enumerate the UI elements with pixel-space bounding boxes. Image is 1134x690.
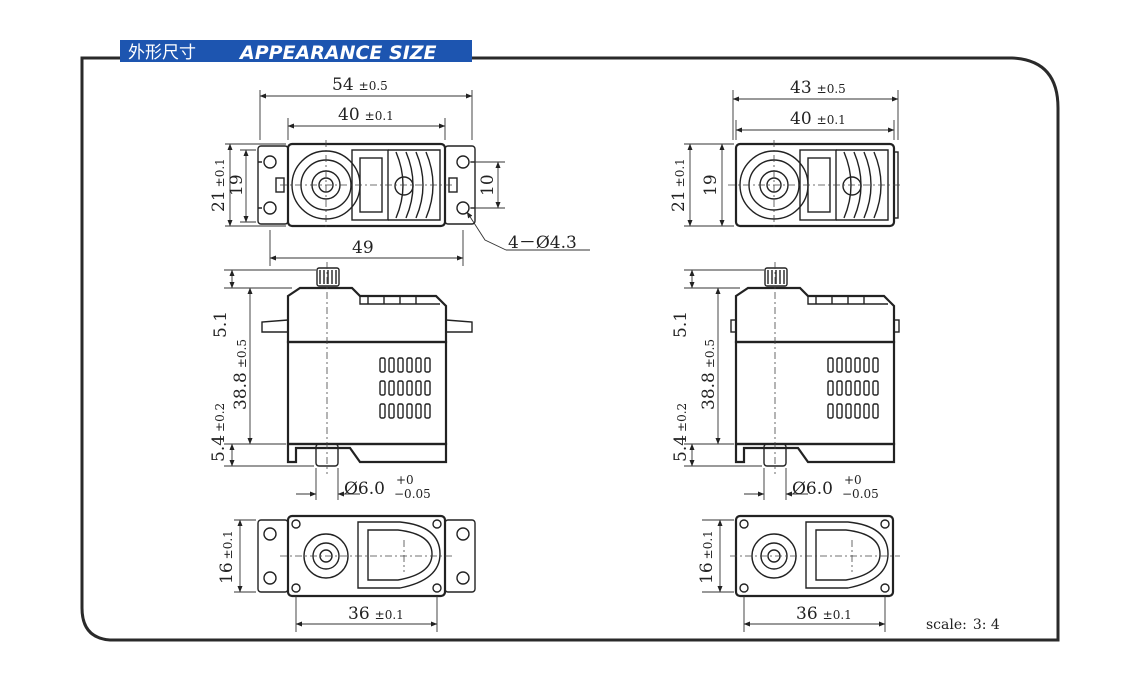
right-bottom-view xyxy=(702,514,900,632)
scale-note: scale:3: 4 xyxy=(926,617,1000,633)
left-dim-bottom-height-16: 16±0.1 xyxy=(217,530,237,584)
right-dim-bottom-height-16: 16±0.1 xyxy=(697,530,717,584)
left-dim-bottom-width-36: 36±0.1 xyxy=(348,604,404,624)
drawing-frame xyxy=(80,56,1060,642)
left-dim-height-outer: 21±0.1 xyxy=(209,158,229,212)
left-side-view xyxy=(224,262,473,500)
title-chinese: 外形尺寸 xyxy=(128,43,196,63)
right-side-view xyxy=(684,262,900,500)
left-dim-gear-height: 5.1 xyxy=(211,311,231,338)
left-dim-shaft-tol-upper: +0 xyxy=(396,473,414,487)
right-dim-gear-height: 5.1 xyxy=(671,311,691,338)
left-dim-hole-spacing-v: 10 xyxy=(478,174,498,196)
left-dim-shaft-tol-lower: −0.05 xyxy=(394,487,431,501)
left-top-view xyxy=(225,90,590,266)
left-holes-label: 4－Ø4.3 xyxy=(508,233,577,253)
right-dim-body-width: 40±0.1 xyxy=(790,109,846,129)
right-dim-height-inner: 19 xyxy=(701,174,721,196)
left-dim-hole-spacing-h: 49 xyxy=(352,238,374,258)
left-dim-shaft-diameter: Ø6.0 xyxy=(344,479,385,499)
right-dim-bottom-width-36: 36±0.1 xyxy=(796,604,852,624)
right-dim-body-height: 38.8±0.5 xyxy=(699,339,719,410)
left-dim-body-width: 40±0.1 xyxy=(338,105,394,125)
right-dim-shaft-tol-upper: +0 xyxy=(844,473,862,487)
left-dim-bottom-height: 5.4±0.2 xyxy=(209,403,229,462)
title-bar xyxy=(120,40,472,62)
right-dim-bottom-height: 5.4±0.2 xyxy=(671,403,691,462)
title-english: APPEARANCE SIZE xyxy=(238,42,437,64)
left-dim-overall-width: 54±0.5 xyxy=(332,75,388,95)
left-bottom-view xyxy=(234,514,476,632)
right-dim-shaft-diameter: Ø6.0 xyxy=(792,479,833,499)
right-top-view xyxy=(684,90,900,230)
right-dim-shaft-tol-lower: −0.05 xyxy=(842,487,879,501)
right-dim-height-outer: 21±0.1 xyxy=(669,158,689,212)
left-dim-body-height: 38.8±0.5 xyxy=(231,339,251,410)
right-dim-overall-width: 43±0.5 xyxy=(790,78,846,98)
left-dim-height-inner: 19 xyxy=(227,174,247,196)
